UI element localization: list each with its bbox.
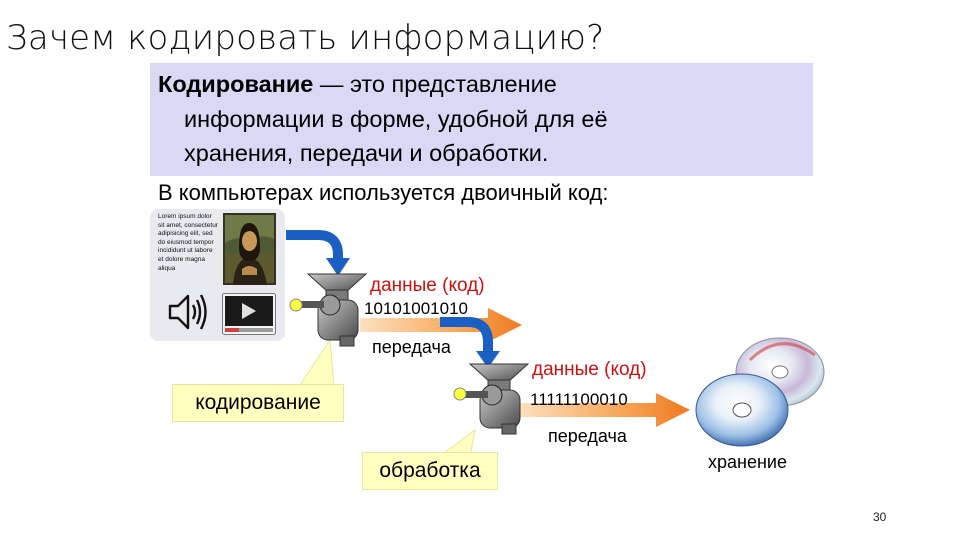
blue-arrowhead-1 bbox=[326, 258, 350, 276]
processing-box: обработка bbox=[362, 452, 498, 490]
stage2-transfer-label: передача bbox=[548, 426, 627, 446]
page-title: Зачем кодировать информацию? bbox=[6, 18, 605, 58]
binary-code-statement: В компьютерах используется двоичный код: bbox=[158, 180, 609, 205]
stage2-code: 11111100010 bbox=[530, 390, 628, 409]
encoding-callout-pointer bbox=[299, 338, 335, 386]
stage1-transfer-label: передача bbox=[372, 337, 451, 357]
meat-grinder-icon bbox=[453, 363, 530, 435]
speaker-icon bbox=[168, 294, 207, 330]
orange-arrow-2 bbox=[508, 393, 690, 427]
definition-line2: информации в форме, удобной для её bbox=[184, 105, 608, 132]
video-player-icon bbox=[222, 293, 276, 335]
mona-lisa-image bbox=[223, 213, 276, 285]
definition-text: Кодирование — это представление информац… bbox=[158, 67, 808, 171]
blue-arrow-1 bbox=[286, 230, 343, 262]
meat-grinder-icon bbox=[289, 273, 368, 347]
definition-line3: хранения, передачи и обработки. bbox=[184, 140, 549, 166]
storage-label: хранение bbox=[708, 452, 787, 472]
definition-line1: — это представление bbox=[313, 71, 557, 97]
lorem-text: Lorem ipsum dolor sit amet, consectetur … bbox=[158, 213, 218, 272]
stage1-data-label: данные (код) bbox=[370, 275, 485, 296]
encoding-box: кодирование bbox=[172, 384, 344, 422]
blue-arrow-2 bbox=[440, 317, 493, 355]
stage2-data-label: данные (код) bbox=[532, 359, 647, 380]
definition-term: Кодирование bbox=[158, 71, 314, 97]
blue-arrowhead-2 bbox=[476, 351, 500, 368]
definition-box bbox=[150, 63, 813, 176]
stage1-code: 10101001010 bbox=[364, 299, 469, 318]
cd-disc-icon bbox=[695, 373, 789, 447]
page-number: 30 bbox=[873, 510, 887, 524]
